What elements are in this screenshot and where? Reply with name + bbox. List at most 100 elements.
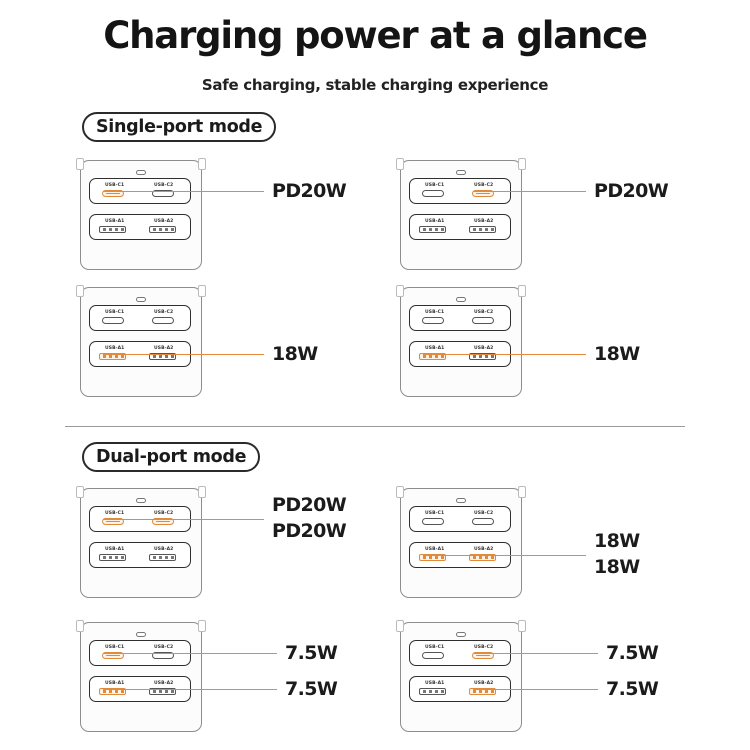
port-pin — [165, 690, 168, 693]
port-usb-c1-icon — [102, 317, 124, 324]
port-pin — [121, 228, 124, 231]
port-pin — [435, 556, 438, 559]
port-pin — [115, 228, 118, 231]
single-port-mode-badge: Single-port mode — [82, 112, 277, 142]
port-usb-a2-icon — [149, 353, 176, 360]
port-pin — [423, 556, 426, 559]
port-pin — [485, 556, 488, 559]
port-pin — [473, 355, 476, 358]
port-usb-c1-icon — [422, 518, 444, 525]
port-usb-a2-icon — [469, 554, 496, 561]
port-label: USB-A2 — [474, 547, 494, 552]
leader-line — [423, 555, 586, 557]
port-pin — [423, 228, 426, 231]
port-label: USB-C1 — [105, 645, 125, 650]
port-usb-a1-icon — [99, 688, 126, 695]
port-usb-c1-icon — [422, 652, 444, 659]
port-usb-c2-icon — [152, 652, 174, 659]
port-pin — [435, 228, 438, 231]
port-label: USB-C2 — [474, 645, 494, 650]
port-pin — [423, 355, 426, 358]
port-pin — [479, 556, 482, 559]
port-usb-c2-icon — [472, 518, 494, 525]
port-label: USB-A2 — [154, 681, 174, 686]
port-pin — [165, 355, 168, 358]
port-usb-a1-icon — [419, 226, 446, 233]
port-label: USB-A1 — [105, 346, 125, 351]
indicator-light — [136, 297, 146, 302]
device-corner-tab — [396, 158, 404, 170]
power-rating: PD20W — [594, 180, 669, 202]
port-pin — [171, 690, 174, 693]
device-corner-tab — [198, 158, 206, 170]
port-label: USB-C1 — [105, 183, 125, 188]
port-pin — [171, 355, 174, 358]
port-usb-c2-icon — [152, 190, 174, 197]
port-pin — [491, 355, 494, 358]
port-label: USB-A1 — [105, 681, 125, 686]
port-pin — [159, 355, 162, 358]
port-usb-a2-icon — [149, 688, 176, 695]
power-rating: 7.5W — [606, 642, 659, 664]
port-label: USB-C1 — [105, 310, 125, 315]
port-pin — [429, 556, 432, 559]
port-pin — [485, 355, 488, 358]
power-rating: PD20W — [272, 494, 347, 516]
port-label: USB-A2 — [474, 681, 494, 686]
port-pin — [153, 556, 156, 559]
device-corner-tab — [76, 285, 84, 297]
leader-line — [103, 354, 264, 356]
port-pin — [485, 690, 488, 693]
port-pin — [429, 690, 432, 693]
port-pin — [159, 556, 162, 559]
port-pin — [171, 556, 174, 559]
device-corner-tab — [518, 620, 526, 632]
port-usb-a1-icon — [419, 688, 446, 695]
leader-line — [103, 689, 277, 691]
port-pin — [165, 228, 168, 231]
port-pin — [165, 556, 168, 559]
port-pin — [103, 228, 106, 231]
indicator-light — [456, 498, 466, 503]
port-usb-c1-icon — [422, 317, 444, 324]
indicator-light — [136, 632, 146, 637]
indicator-light — [456, 632, 466, 637]
port-pin — [159, 228, 162, 231]
port-usb-c2-icon — [152, 317, 174, 324]
section-divider — [65, 426, 685, 427]
port-pin — [109, 556, 112, 559]
port-pin — [103, 556, 106, 559]
leader-line — [473, 689, 598, 691]
indicator-light — [136, 170, 146, 175]
port-label: USB-A2 — [474, 219, 494, 224]
dual-port-mode-badge: Dual-port mode — [82, 442, 261, 472]
port-pin — [103, 690, 106, 693]
port-usb-c1-icon — [102, 518, 124, 525]
device-corner-tab — [198, 285, 206, 297]
port-usb-a1-icon — [419, 554, 446, 561]
power-rating: 18W — [594, 343, 640, 365]
port-usb-a2-icon — [149, 226, 176, 233]
port-label: USB-C2 — [474, 310, 494, 315]
power-rating: PD20W — [272, 180, 347, 202]
port-pin — [441, 690, 444, 693]
power-rating: 7.5W — [606, 678, 659, 700]
port-label: USB-C1 — [105, 511, 125, 516]
leader-line — [423, 354, 586, 356]
indicator-light — [456, 297, 466, 302]
port-pin — [121, 690, 124, 693]
port-pin — [473, 556, 476, 559]
port-label: USB-A1 — [425, 547, 445, 552]
device-corner-tab — [198, 620, 206, 632]
power-rating: 18W — [594, 556, 640, 578]
port-usb-a1-icon — [99, 353, 126, 360]
port-usb-a2-icon — [469, 226, 496, 233]
port-pin — [435, 355, 438, 358]
